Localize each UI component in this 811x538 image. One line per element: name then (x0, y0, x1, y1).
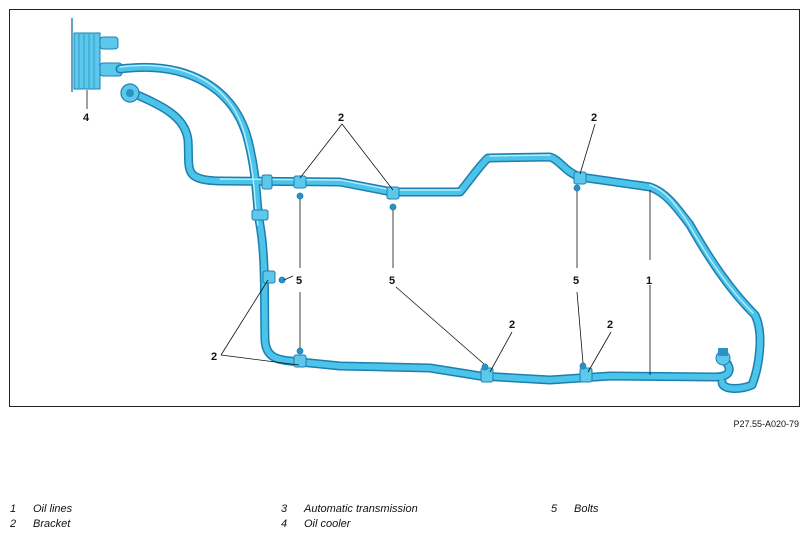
callout-bolts-right: 5 (573, 275, 579, 287)
bolt-1 (296, 192, 304, 200)
bolt-3 (573, 184, 581, 192)
bracket-5 (293, 354, 307, 368)
pipe-coupling (251, 174, 273, 221)
bracket-1 (293, 175, 307, 189)
bracket-4 (262, 270, 276, 284)
legend-number: 4 (281, 518, 288, 530)
callout-oil-lines: 1 (646, 275, 652, 287)
figure-reference-code: P27.55-A020-79 (733, 419, 799, 429)
callouts: 4 2 2 5 5 5 1 2 2 2 (83, 112, 652, 363)
callout-bracket-bottom-center: 2 (509, 319, 515, 331)
legend-label: Bolts (574, 503, 599, 515)
legend-label: Oil cooler (304, 518, 351, 530)
bolts (278, 184, 587, 371)
callout-bracket-top-center: 2 (338, 112, 344, 124)
oil-cooler (71, 18, 123, 92)
bolt-4 (278, 276, 286, 284)
legend-label: Oil lines (33, 503, 73, 515)
end-fitting (715, 348, 731, 366)
bolt-6 (481, 363, 489, 371)
legend-number: 5 (551, 503, 558, 515)
legend-label: Automatic transmission (304, 503, 418, 515)
bracket-2 (386, 186, 400, 200)
callout-bolts-center: 5 (389, 275, 395, 287)
bolt-2 (389, 203, 397, 211)
legend: 1 Oil lines 2 Bracket 3 Automatic transm… (0, 503, 811, 535)
legend-number: 2 (10, 518, 17, 530)
callout-bracket-bottom-right: 2 (607, 319, 613, 331)
bracket-7 (579, 367, 593, 383)
pipe-b (121, 85, 765, 393)
oil-lines (115, 62, 765, 393)
diagram-frame: 4 2 2 5 5 5 1 2 2 2 (9, 9, 800, 407)
legend-number: 3 (281, 503, 288, 515)
callout-oil-cooler: 4 (83, 112, 90, 124)
oil-lines-diagram: 4 2 2 5 5 5 1 2 2 2 (71, 18, 765, 393)
pipe-a (115, 62, 734, 385)
hose-fitting (120, 83, 140, 103)
leader-lines (86, 90, 651, 375)
bolt-7 (579, 362, 587, 370)
bolt-5 (296, 347, 304, 355)
bracket-3 (573, 171, 587, 185)
callout-bolts-left: 5 (296, 275, 302, 287)
callout-bracket-top-right: 2 (591, 112, 597, 124)
callout-bracket-left: 2 (211, 351, 217, 363)
legend-label: Bracket (33, 518, 71, 530)
legend-number: 1 (10, 503, 17, 515)
brackets (262, 171, 593, 383)
